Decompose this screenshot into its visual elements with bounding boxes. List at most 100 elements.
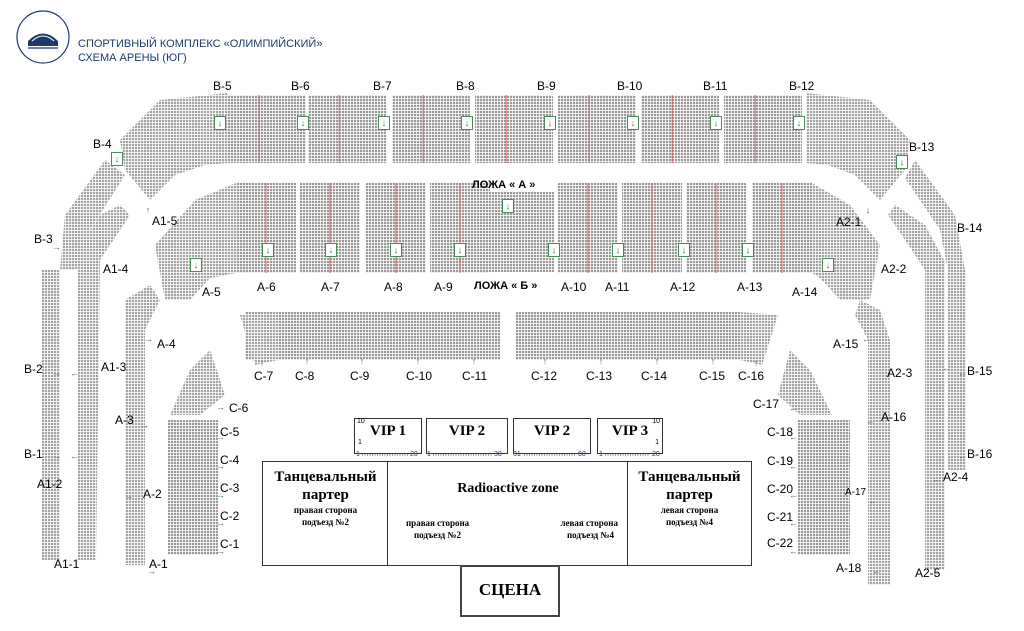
- entrance-a-14-icon[interactable]: ↓: [822, 258, 834, 272]
- entrance-c-left-6-icon[interactable]: →: [216, 402, 225, 412]
- entrance-c-row-1-icon[interactable]: ↑: [259, 358, 265, 368]
- entrance-c-row-7-icon[interactable]: ↑: [598, 356, 604, 366]
- entrance-b-top-7-icon[interactable]: ↓: [710, 116, 722, 130]
- entrance-a-mid-7-icon[interactable]: ↓: [678, 243, 690, 257]
- sector-b-14-arc[interactable]: [905, 160, 965, 270]
- entrance-a-mid-1-icon[interactable]: ↓: [262, 243, 274, 257]
- sector-b-top-2[interactable]: [308, 95, 386, 163]
- entrance-a-right-2-icon[interactable]: ←: [866, 416, 875, 426]
- entrance-right-5-icon[interactable]: ←: [932, 567, 941, 577]
- dance-floor-right[interactable]: Танцевальный партер левая сторона подъез…: [627, 461, 752, 566]
- entrance-a-right-4-icon[interactable]: ←: [872, 566, 881, 576]
- sector-b-top-3[interactable]: [392, 95, 470, 163]
- entrance-c-left-5-icon[interactable]: →: [216, 546, 225, 556]
- entrance-a-left-4-icon[interactable]: →: [147, 566, 156, 576]
- vip-2-right-box[interactable]: VIP 2: [513, 418, 591, 454]
- entrance-b-top-6-icon[interactable]: ↓: [627, 116, 639, 130]
- dance-floor-left[interactable]: Танцевальный партер правая сторона подъе…: [262, 461, 389, 566]
- sector-b-top-6[interactable]: [641, 95, 719, 163]
- sector-c-row-center-right[interactable]: [516, 312, 740, 360]
- entrance-b-top-4-icon[interactable]: ↓: [461, 116, 473, 130]
- sector-b-top-5[interactable]: [558, 95, 636, 163]
- entrance-c-row-2-icon[interactable]: ↑: [304, 356, 310, 366]
- entrance-c-left-3-icon[interactable]: →: [216, 490, 225, 500]
- entrance-a-mid-2-icon[interactable]: ↓: [325, 243, 337, 257]
- entrance-c-row-3-icon[interactable]: ↑: [359, 356, 365, 366]
- entrance-a-mid-4-icon[interactable]: ↓: [454, 243, 466, 257]
- sector-a-5[interactable]: [155, 183, 236, 300]
- entrance-a-right-3-icon[interactable]: ←: [868, 496, 877, 506]
- sector-a-14[interactable]: [812, 183, 880, 300]
- entrance-c-right-2-icon[interactable]: ←: [789, 461, 798, 471]
- entrance-right-4-icon[interactable]: ←: [932, 474, 941, 484]
- entrance-c-left-4-icon[interactable]: →: [216, 518, 225, 528]
- sector-a2-right[interactable]: [888, 205, 945, 570]
- entrance-c-right-1-icon[interactable]: ←: [789, 432, 798, 442]
- vip-2-left-box[interactable]: VIP 2: [426, 418, 508, 454]
- entrance-b-top-8-icon[interactable]: ↓: [793, 116, 805, 130]
- entrance-c-right-5-icon[interactable]: ←: [789, 546, 798, 556]
- entrance-right-3-icon[interactable]: ←: [942, 363, 951, 373]
- entrance-a-mid-3-icon[interactable]: ↓: [390, 243, 402, 257]
- entrance-c-row-8-icon[interactable]: ↑: [654, 356, 660, 366]
- entrance-b-top-5-icon[interactable]: ↓: [544, 116, 556, 130]
- entrance-c-right-3-icon[interactable]: ←: [789, 490, 798, 500]
- entrance-c-row-5-icon[interactable]: ↑: [471, 356, 477, 366]
- sector-b-13[interactable]: [806, 93, 910, 200]
- entrance-a-right-1-icon[interactable]: ←: [862, 334, 871, 344]
- entrance-b-4-icon[interactable]: ↓: [111, 152, 123, 166]
- entrance-a1-5-icon[interactable]: ↑: [145, 205, 151, 215]
- entrance-a-mid-5-icon[interactable]: ↓: [548, 243, 560, 257]
- sector-a-right-col[interactable]: [855, 300, 890, 585]
- entrance-a-mid-6-icon[interactable]: ↓: [612, 243, 624, 257]
- sector-c-7[interactable]: [240, 312, 278, 365]
- entrance-left-6-icon[interactable]: ←: [52, 478, 61, 488]
- entrance-a-left-3-icon[interactable]: →: [124, 491, 133, 501]
- entrance-right-1-icon[interactable]: ←: [958, 368, 967, 378]
- sector-a-left-col[interactable]: [125, 285, 160, 565]
- sector-c-row-center-left[interactable]: [278, 312, 500, 360]
- vip-3-box[interactable]: VIP 3 10 1: [597, 418, 663, 454]
- sector-b-3-arc[interactable]: [60, 160, 125, 270]
- sector-b-top-4[interactable]: [475, 95, 553, 163]
- entrance-c-row-4-icon[interactable]: ↑: [415, 356, 421, 366]
- sector-c-6[interactable]: [170, 350, 225, 415]
- sector-b-4[interactable]: [120, 93, 228, 200]
- entrance-left-4-icon[interactable]: ←: [70, 451, 79, 461]
- entrance-c-row-6-icon[interactable]: ↑: [542, 356, 548, 366]
- radioactive-zone[interactable]: Radioactive zone правая сторона подъезд …: [387, 461, 629, 566]
- sector-c-16[interactable]: [740, 312, 778, 365]
- entrance-c-row-10-icon[interactable]: ↑: [753, 358, 759, 368]
- entrance-left-2-icon[interactable]: →: [52, 368, 61, 378]
- entrance-a-5-icon[interactable]: ↓: [190, 258, 202, 272]
- sector-c-right-block[interactable]: [798, 420, 850, 555]
- entrance-b-top-3-icon[interactable]: ↓: [378, 116, 390, 130]
- entrance-c-right-6-icon[interactable]: ←: [789, 403, 798, 413]
- entrance-left-1-icon[interactable]: →: [52, 242, 61, 252]
- title-line-1: СПОРТИВНЫЙ КОМПЛЕКС «ОЛИМПИЙСКИЙ»: [78, 38, 323, 50]
- vip-1-box[interactable]: VIP 1 10 1: [354, 418, 422, 454]
- entrance-a-mid-8-icon[interactable]: ↓: [742, 243, 754, 257]
- entrance-a-left-1-icon[interactable]: →: [144, 334, 153, 344]
- entrance-c-right-4-icon[interactable]: ←: [789, 518, 798, 528]
- entrance-loge-a-icon[interactable]: ↓: [502, 199, 514, 213]
- entrance-b-top-1-icon[interactable]: ↓: [214, 116, 226, 130]
- entrance-c-row-9-icon[interactable]: ↑: [710, 356, 716, 366]
- sector-b-right[interactable]: [948, 270, 966, 470]
- entrance-a-left-2-icon[interactable]: →: [140, 420, 149, 430]
- sector-c-17[interactable]: [778, 350, 832, 415]
- entrance-b-13-icon[interactable]: ↓: [896, 155, 908, 169]
- entrance-left-3-icon[interactable]: →: [52, 451, 61, 461]
- entrance-b-top-2-icon[interactable]: ↓: [297, 116, 309, 130]
- sector-b-left[interactable]: [42, 270, 60, 560]
- entrance-right-2-icon[interactable]: ←: [958, 451, 967, 461]
- sector-b-top-7[interactable]: [724, 95, 802, 163]
- sector-a1-left[interactable]: [78, 205, 130, 560]
- sector-b-top-1[interactable]: [228, 95, 306, 163]
- entrance-c-left-1-icon[interactable]: →: [216, 432, 225, 442]
- sector-c-left-block[interactable]: [168, 420, 218, 555]
- entrance-c-left-2-icon[interactable]: →: [216, 461, 225, 471]
- entrance-left-5-icon[interactable]: ←: [70, 368, 79, 378]
- sector-label-А-3: А-3: [115, 413, 134, 427]
- entrance-a2-1-icon[interactable]: ↓: [865, 205, 871, 215]
